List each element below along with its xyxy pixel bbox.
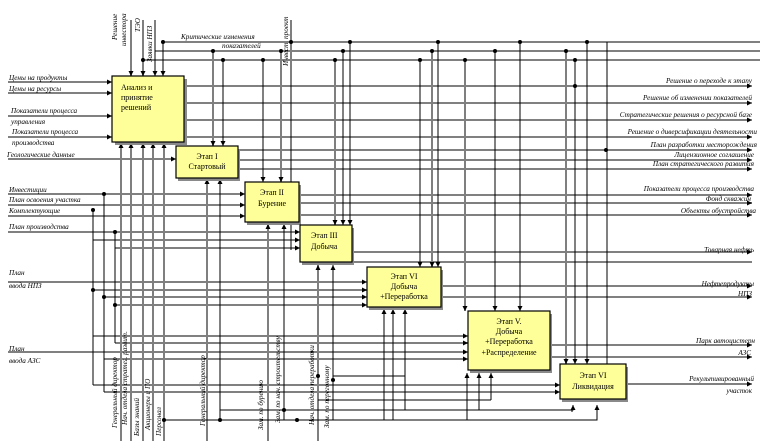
- box-title-line: Этап I: [196, 152, 218, 161]
- output-label: План стратегического развития: [652, 160, 755, 168]
- activity-box-a1[interactable]: Этап I Стартовый: [175, 145, 240, 181]
- box-title-line: Ликвидация: [572, 382, 614, 391]
- junction-dots: [91, 40, 608, 422]
- box-title-line: Стартовый: [188, 162, 226, 171]
- input-label: Показатели процесса: [11, 128, 79, 136]
- box-title-line: Этап III: [311, 231, 338, 240]
- box-title-line: +Переработка: [485, 337, 533, 346]
- box-title-line: Этап V.: [496, 317, 521, 326]
- input-label: Цены на ресурсы: [8, 85, 61, 93]
- output-label: Решение о диверсификации деятельности: [627, 128, 758, 136]
- mechanism-label: Акционеры и ПО: [144, 378, 152, 431]
- input-label: Цены на продукты: [8, 74, 67, 82]
- output-label: Объекты обустройства: [681, 207, 756, 215]
- activity-box-a5[interactable]: Этап V. Добыча +Переработка +Распределен…: [467, 310, 552, 373]
- control-label: Инвест. проект: [282, 17, 290, 67]
- box-title-line: Добыча: [391, 282, 418, 291]
- input-label: управления: [10, 118, 46, 126]
- box-title-line: Этап VI: [579, 371, 606, 380]
- box-title-line: Этап II: [260, 188, 284, 197]
- mechanism-label: Генеральный директор: [111, 357, 119, 429]
- box-title-line: решений: [121, 103, 152, 112]
- activity-box-a2[interactable]: Этап II Бурение: [244, 181, 301, 225]
- input-label: План: [8, 269, 25, 277]
- output-label: Решение об изменении показателей: [642, 94, 752, 102]
- input-label: План производства: [8, 223, 69, 231]
- activity-box-a6[interactable]: Этап VI Ликвидация: [559, 363, 628, 402]
- output-label: участок: [725, 387, 752, 395]
- output-label: Решение о переходе к этапу: [665, 77, 753, 85]
- input-label: ввода НПЗ: [9, 282, 42, 290]
- mechanism-label: Нач. отдела переработки: [308, 345, 316, 426]
- mechanism-label: Генеральный директор: [199, 355, 207, 427]
- mechanism-label: Базы знаний: [133, 398, 141, 437]
- connector-lines: [8, 20, 760, 441]
- activity-box-a0[interactable]: Анализ и принятие решений: [111, 75, 187, 145]
- box-title-line: принятие: [121, 93, 153, 102]
- box-title-line: Анализ и: [121, 83, 153, 92]
- control-label: Решение: [111, 13, 119, 41]
- output-label: Товарная нефть: [704, 246, 755, 254]
- mechanism-label: Зам. по перегонному: [323, 365, 331, 428]
- control-labels: Решение инвестора ТЭО Заявки НПЗ Инвест.…: [111, 13, 290, 67]
- mechanism-label: Зам. по нач. строительству: [274, 335, 282, 423]
- output-label: Парк автоцистерн: [695, 337, 755, 345]
- input-label: Показатели процесса: [10, 107, 78, 115]
- box-title-line: Бурение: [258, 199, 287, 208]
- input-label: ввода АЗС: [9, 357, 41, 365]
- input-label: Комплектующие: [8, 207, 61, 215]
- output-label: Лицензионное соглашение: [673, 151, 755, 159]
- mechanism-label: Зам. по бурению: [257, 380, 265, 430]
- output-label: Стратегические решения о ресурсной базе: [620, 111, 753, 119]
- input-label: План освоения участка: [8, 196, 81, 204]
- control-label: показателей: [222, 42, 261, 50]
- control-label: Заявки НПЗ: [146, 25, 154, 62]
- box-title-line: +Переработка: [380, 292, 428, 301]
- output-label: Фонд скважин: [706, 195, 752, 203]
- mechanism-labels: Генеральный директор Нач. отдела стратег…: [111, 331, 331, 437]
- box-title-line: Этап VI: [390, 272, 417, 281]
- box-title-line: Добыча: [496, 327, 523, 336]
- control-label: инвестора: [120, 13, 128, 46]
- input-label: Геологические данные: [6, 151, 75, 159]
- input-labels: Цены на продукты Цены на ресурсы Показат…: [6, 74, 81, 365]
- box-title-line: Добыча: [311, 242, 338, 251]
- control-label: ТЭО: [134, 17, 142, 32]
- output-label: АЗС: [737, 349, 751, 357]
- input-label: производства: [12, 139, 55, 147]
- output-label: Показатели процесса производства: [643, 185, 755, 193]
- activity-box-a3[interactable]: Этап III Добыча: [299, 224, 354, 265]
- mechanism-label: Персонал: [155, 407, 163, 437]
- mechanism-arrow: [479, 405, 576, 411]
- input-label: Инвестиции: [8, 186, 47, 194]
- output-label: План разработки месторождения: [650, 141, 758, 149]
- input-label: План: [8, 345, 25, 353]
- control-label: Критические изменения: [180, 33, 255, 41]
- activity-box-a4[interactable]: Этап VI Добыча +Переработка: [366, 266, 443, 310]
- mechanism-arrow: [467, 405, 600, 421]
- mechanism-label: Нач. отдела стратег. развит.: [121, 331, 129, 426]
- output-label: Нефтепродукты: [701, 280, 754, 288]
- output-label: Рекультивированный: [688, 375, 754, 383]
- output-labels: Решение о переходе к этапу Решение об из…: [620, 77, 758, 395]
- box-title-line: +Распределение: [481, 348, 537, 357]
- output-label: НПЗ: [737, 290, 752, 298]
